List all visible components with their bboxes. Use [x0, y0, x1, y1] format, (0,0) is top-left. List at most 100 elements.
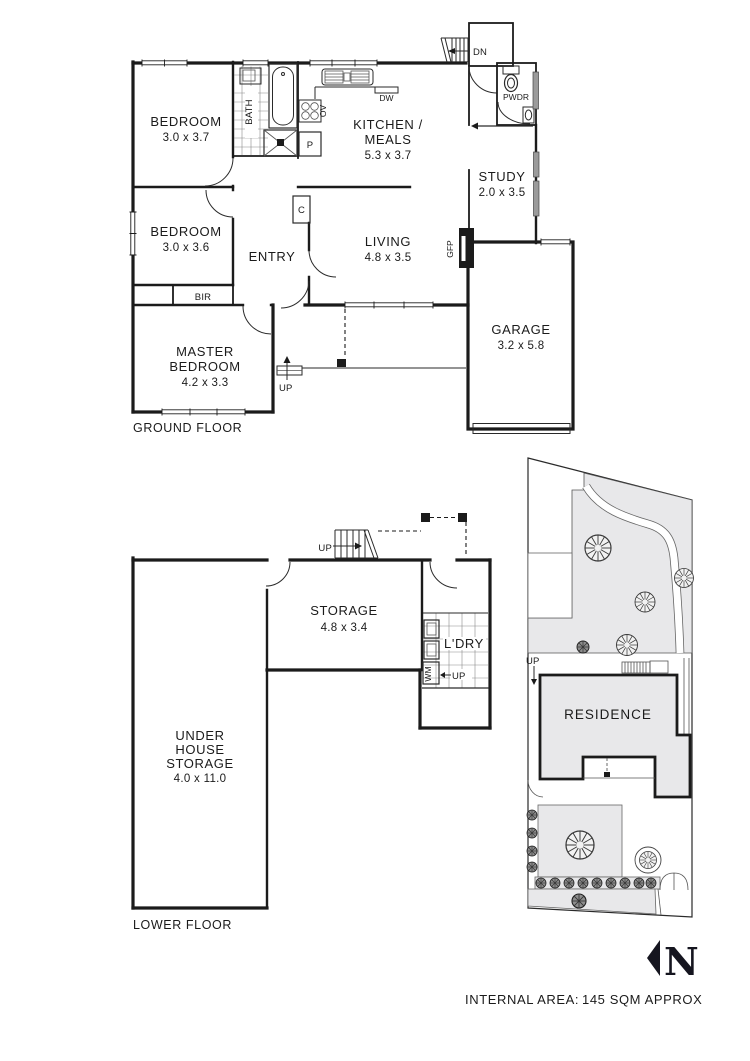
oven-label: OV	[318, 105, 328, 118]
room-dims-under: 4.0 x 11.0	[174, 773, 227, 785]
room-label-under-3: STORAGE	[166, 756, 234, 771]
lower-stairs-up: UP	[318, 529, 379, 559]
entry-arrow-icon	[471, 122, 478, 130]
shrub-icon	[576, 640, 590, 654]
lower-floor-walls	[131, 556, 492, 910]
site-up-label: UP	[526, 656, 540, 667]
lower-up-label: UP	[318, 543, 332, 554]
gas-fireplace: GFP	[445, 228, 474, 268]
room-label-pwdr: PWDR	[503, 92, 529, 102]
bathroom: BATH	[234, 63, 298, 157]
tree-icon	[565, 830, 595, 860]
residence-label: RESIDENCE	[564, 707, 652, 722]
window-bedroom2-left	[129, 211, 137, 256]
internal-area-value: 145 SQM APPROX	[582, 992, 702, 1007]
window-kitchen-top	[309, 59, 378, 67]
rear-porch	[649, 660, 669, 674]
window-bath-top	[242, 59, 269, 67]
tree-icon	[584, 534, 612, 562]
up-arrow-right-icon	[355, 542, 362, 550]
residence-footprint: RESIDENCE	[527, 673, 692, 799]
closet-label: C	[298, 205, 305, 216]
room-label-under-1: UNDER	[175, 728, 224, 743]
powder-room: PWDR	[496, 62, 537, 126]
lower-floor-plan: UP WM	[131, 513, 492, 932]
dishwasher-label: DW	[379, 93, 393, 103]
room-label-bath: BATH	[244, 99, 255, 124]
window-study-right-2	[533, 180, 540, 217]
tree-icon	[639, 851, 657, 869]
north-letter: N	[664, 939, 699, 984]
rear-access: UP	[526, 656, 690, 737]
site-up-arrow-icon	[531, 679, 537, 685]
side-structure	[527, 552, 573, 619]
laundry-up-arrow-icon	[440, 672, 445, 678]
room-label-bedroom1: BEDROOM	[150, 114, 221, 129]
driveway-gate	[657, 872, 689, 916]
site-plan: UP RESIDENCE	[526, 457, 694, 918]
ground-windows	[129, 59, 540, 416]
room-dims-master: 4.2 x 3.3	[182, 377, 229, 389]
room-dims-kitchen: 5.3 x 3.7	[365, 150, 412, 162]
room-label-master-1: MASTER	[176, 344, 234, 359]
laundry-door-arc	[429, 561, 458, 589]
stairs-dn-label: DN	[473, 47, 487, 58]
laundry-room: WM L'DRY UP	[422, 612, 489, 689]
north-triangle-icon	[647, 940, 660, 976]
room-label-under-2: HOUSE	[175, 742, 224, 757]
deck-and-steps: UP	[276, 309, 466, 394]
kitchen-fixtures: DW OV P C	[292, 68, 399, 224]
room-dims-bedroom1: 3.0 x 3.7	[163, 132, 210, 144]
room-label-study: STUDY	[478, 169, 525, 184]
ground-floor-title: GROUND FLOOR	[133, 421, 242, 435]
room-label-master-2: BEDROOM	[169, 359, 240, 374]
internal-area-label: INTERNAL AREA:	[465, 992, 579, 1007]
garden-path	[582, 484, 684, 654]
window-bedroom1-top	[141, 59, 188, 67]
room-dims-living: 4.8 x 3.5	[365, 252, 412, 264]
garage: GARAGE 3.2 x 5.8	[466, 238, 575, 434]
dashed-landing	[378, 513, 467, 557]
room-dims-study: 2.0 x 3.5	[479, 187, 526, 199]
deck-up-label: UP	[279, 383, 293, 394]
window-living-bottom	[344, 301, 434, 309]
fireplace-label: GFP	[445, 240, 455, 258]
window-garage-top	[540, 238, 571, 246]
laundry-up-label: UP	[452, 671, 466, 682]
ground-door-arcs	[204, 157, 337, 335]
lower-floor-title: LOWER FLOOR	[133, 918, 232, 932]
window-pwdr-right	[532, 71, 539, 110]
room-dims-storage: 4.8 x 3.4	[321, 622, 368, 634]
room-label-kitchen-1: KITCHEN /	[353, 117, 423, 132]
front-yard	[526, 804, 689, 916]
room-label-kitchen-2: MEALS	[364, 132, 411, 147]
up-arrow-icon	[283, 356, 291, 363]
washer-label: WM	[423, 666, 433, 681]
room-label-laundry: L'DRY	[444, 636, 484, 651]
front-entry-arrow	[471, 122, 533, 130]
tree-icon	[634, 591, 656, 613]
room-label-storage: STORAGE	[310, 603, 378, 618]
room-label-bedroom2: BEDROOM	[150, 224, 221, 239]
backyard-garden	[527, 472, 694, 656]
window-study-right-1	[533, 151, 540, 178]
north-arrow: N	[647, 939, 699, 984]
room-label-garage: GARAGE	[491, 322, 550, 337]
room-label-entry: ENTRY	[249, 249, 296, 264]
room-dims-garage: 3.2 x 5.8	[498, 340, 545, 352]
room-label-living: LIVING	[365, 234, 411, 249]
stairs-down: DN	[440, 22, 514, 94]
tree-icon	[616, 634, 638, 656]
window-master-bottom	[161, 408, 246, 416]
room-label-bir: BIR	[195, 292, 211, 303]
room-dims-bedroom2: 3.0 x 3.6	[163, 242, 210, 254]
garage-door	[472, 423, 571, 434]
footer: INTERNAL AREA: 145 SQM APPROX	[465, 992, 702, 1007]
tree-icon	[674, 568, 694, 588]
front-lawn	[527, 888, 657, 915]
pantry-label: P	[307, 140, 314, 151]
storage-door-arc	[265, 561, 291, 587]
dn-arrow-icon	[448, 48, 455, 54]
